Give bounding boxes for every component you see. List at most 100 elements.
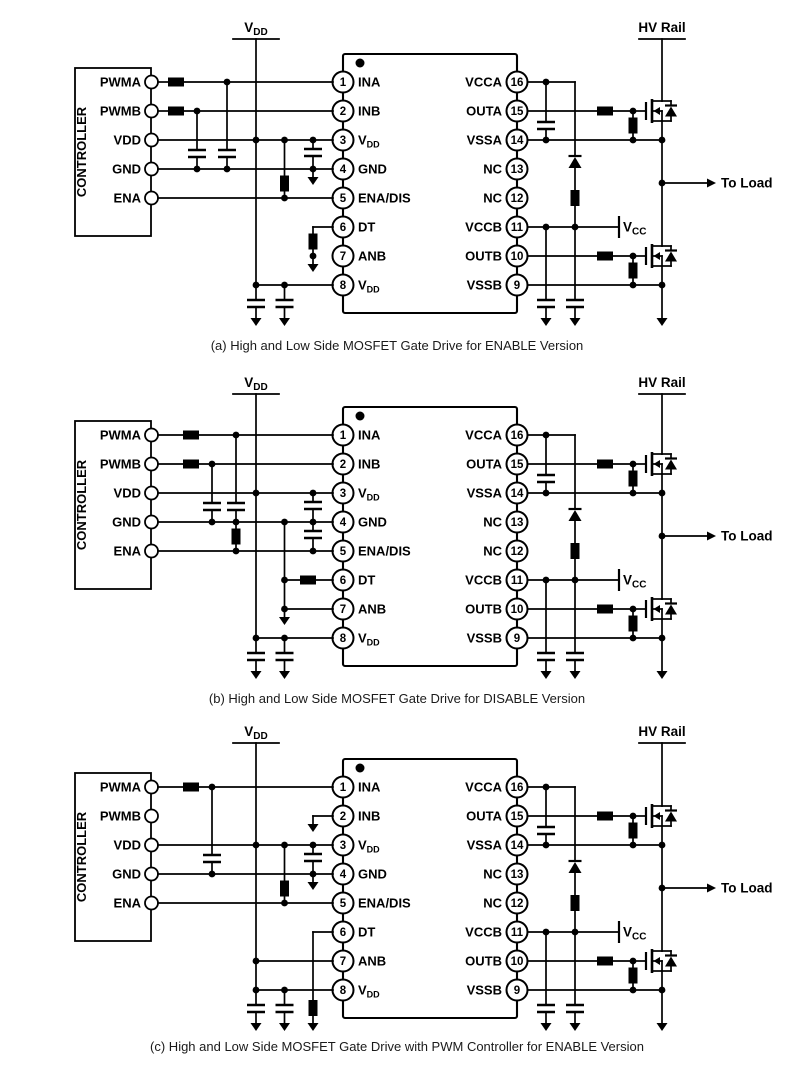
bootstrap-diode [568, 862, 582, 873]
mosfet-body-arrow [653, 107, 660, 115]
dt-resistor [300, 575, 316, 585]
ground-symbol [279, 617, 290, 625]
junction-dot [232, 547, 240, 555]
pin-number: 15 [511, 811, 524, 823]
pin-number: 2 [340, 459, 346, 471]
to-load-arrow [707, 531, 716, 541]
junction-dot [629, 281, 637, 289]
junction-dot [208, 518, 216, 526]
pin-number: 11 [511, 222, 524, 234]
input-resistor [183, 782, 199, 792]
pin-circle [505, 186, 529, 210]
ic-pin-name-left-2: INB [358, 809, 380, 824]
bootstrap-resistor [570, 543, 580, 559]
gate-resistor [597, 811, 613, 821]
controller-pin-label-PWMB: PWMB [100, 809, 141, 824]
controller-terminal [144, 161, 159, 177]
junction-dot [629, 634, 637, 642]
junction-dot [208, 870, 216, 878]
ground-symbol [307, 882, 319, 890]
controller-terminal [144, 74, 159, 90]
ic-pin-name-right-13: NC [483, 867, 502, 882]
junction-dot [193, 165, 201, 173]
to-load-arrow [707, 178, 716, 188]
mosfet-low-side [632, 949, 677, 973]
controller-terminal [144, 514, 159, 530]
pin-number: 14 [511, 840, 524, 852]
vcc-label: VCC [623, 573, 646, 591]
pin-circle [331, 244, 355, 268]
junction-dot [252, 957, 260, 965]
ic-pin-name-left-7: ANB [358, 954, 386, 969]
ic-pin-name-right-13: NC [483, 515, 502, 530]
junction-dot [281, 899, 288, 907]
controller-pin-label-GND: GND [112, 515, 141, 530]
controller-terminal [144, 837, 159, 853]
ground-symbol [569, 318, 581, 326]
pin-number: 12 [511, 193, 524, 205]
pin-circle [505, 539, 529, 563]
pin-number: 4 [340, 164, 347, 176]
ic-pin-name-right-14: VSSA [467, 486, 503, 501]
mosfet-high-side [632, 452, 677, 476]
ic-pin-name-left-3: VDD [358, 838, 380, 855]
ground-symbol [656, 671, 668, 679]
pin-number: 6 [340, 222, 346, 234]
ic-pin-name-left-5: ENA/DIS [358, 896, 411, 911]
controller-box [74, 420, 152, 590]
ic-pin-name-right-16: VCCA [465, 75, 502, 90]
controller-terminal [144, 866, 159, 882]
ic-pin-name-left-6: DT [358, 925, 375, 940]
pin1-marker [355, 763, 365, 773]
ic-pin-name-left-8: VDD [358, 983, 380, 1000]
body-diode [665, 811, 677, 822]
ic-pin-name-left-7: ANB [358, 602, 386, 617]
ic-pin-name-left-6: DT [358, 220, 375, 235]
ic-pin-name-left-1: INA [358, 780, 381, 795]
ic-pin-name-left-5: ENA/DIS [358, 191, 411, 206]
input-resistor [168, 106, 184, 116]
controller-terminal [144, 779, 159, 795]
ic-pin-name-right-10: OUTB [465, 602, 502, 617]
controller-pin-label-ENA: ENA [114, 544, 142, 559]
controller-terminal [144, 543, 159, 559]
controller-label: CONTROLLER [74, 459, 89, 550]
ic-pin-name-left-4: GND [358, 162, 387, 177]
pin-number: 1 [340, 430, 347, 442]
pin-number: 15 [511, 106, 524, 118]
body-diode [665, 251, 677, 262]
ic-pin-name-right-12: NC [483, 544, 502, 559]
pin-number: 8 [340, 280, 347, 292]
ground-symbol [279, 671, 290, 679]
ground-symbol [307, 824, 319, 832]
controller-label: CONTROLLER [74, 106, 89, 197]
controller-pin-label-PWMA: PWMA [100, 75, 142, 90]
controller-terminal [144, 132, 159, 148]
mosfet-body-arrow [653, 957, 660, 965]
ic-body [341, 405, 519, 668]
controller-terminal [144, 103, 159, 119]
bootstrap-diode [568, 157, 582, 168]
ground-symbol [656, 1023, 668, 1031]
bootstrap-resistor [570, 895, 580, 911]
controller-terminal [144, 190, 159, 206]
ground-symbol [279, 1023, 290, 1031]
ic-pin-name-right-15: OUTA [466, 809, 502, 824]
controller-terminal [144, 808, 159, 824]
pin-number: 16 [511, 430, 524, 442]
ground-symbol [569, 671, 581, 679]
controller-pin-label-GND: GND [112, 162, 141, 177]
controller-terminal [144, 895, 159, 911]
mosfet-high-side [632, 99, 677, 123]
ic-pin-name-left-4: GND [358, 515, 387, 530]
gate-resistor [597, 251, 613, 261]
bootstrap-diode [568, 510, 582, 521]
pin-number: 14 [511, 135, 524, 147]
pin-number: 6 [340, 575, 346, 587]
mosfet-low-side [632, 244, 677, 268]
gate-pulldown-resistor [628, 470, 638, 487]
ic-pin-name-left-3: VDD [358, 486, 380, 503]
